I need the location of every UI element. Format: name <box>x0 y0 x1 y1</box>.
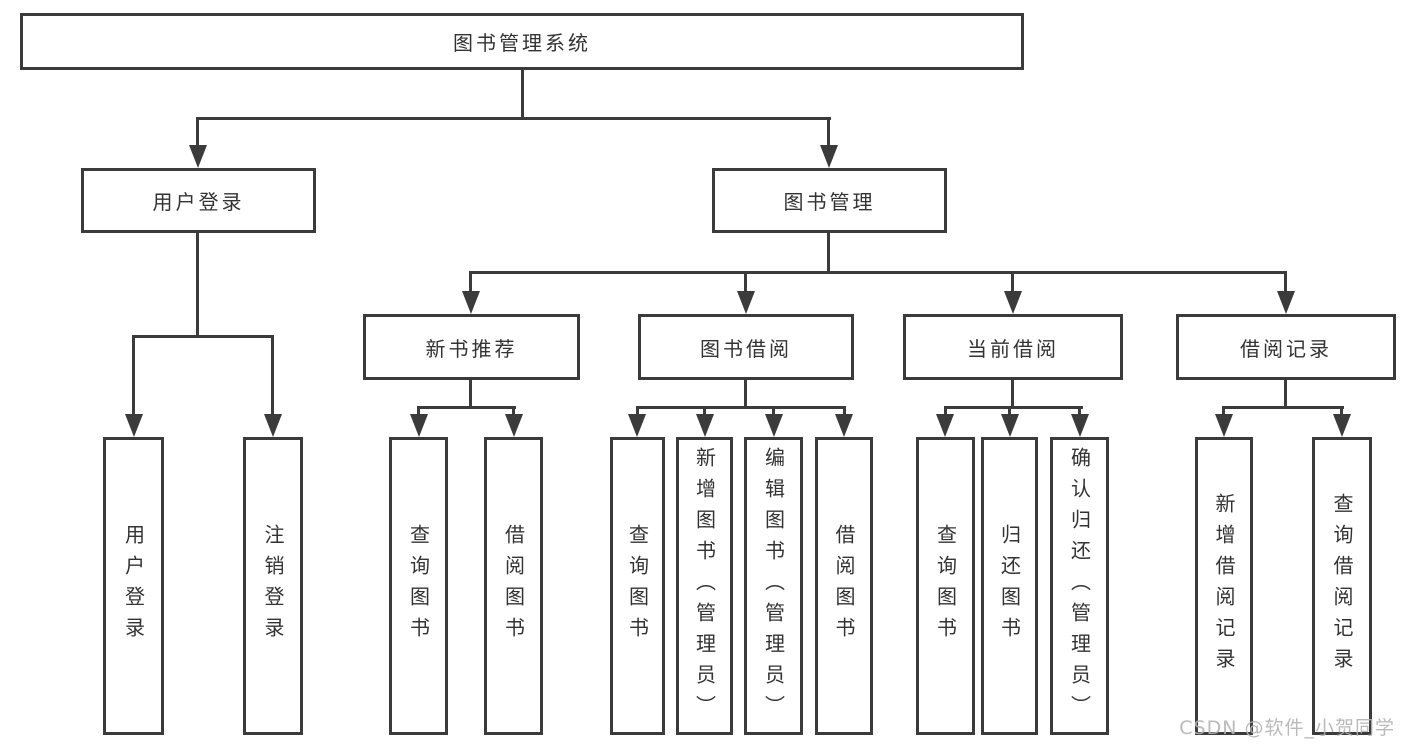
node-book-borrowing: 图书借阅 <box>638 314 854 380</box>
leaf-return-books: 归还图书 <box>981 437 1038 735</box>
arrow-down-icon <box>410 414 428 437</box>
arrow-down-icon <box>505 414 523 437</box>
csdn-watermark: CSDN @软件_小贺同学 <box>1179 717 1395 739</box>
node-label: 新增借阅记录 <box>1212 493 1236 679</box>
node-label: 用户登录 <box>152 190 245 214</box>
connector-line <box>469 271 1287 274</box>
connector-line <box>469 271 472 297</box>
node-label: 查询借阅记录 <box>1330 493 1354 679</box>
connector-line <box>417 406 516 409</box>
node-label: 查询图书 <box>406 524 431 648</box>
connector-line <box>1284 380 1287 409</box>
node-label: 查询图书 <box>625 524 650 648</box>
connector-line <box>196 233 199 337</box>
node-label: 图书管理系统 <box>453 31 591 55</box>
node-new-book-recommendation: 新书推荐 <box>363 314 580 380</box>
connector-line <box>132 335 135 417</box>
connector-line <box>744 380 747 409</box>
connector-line <box>271 335 274 417</box>
connector-line <box>1284 271 1287 297</box>
node-label: 图书借阅 <box>700 336 792 361</box>
leaf-query-books-borrowing: 查询图书 <box>610 437 665 735</box>
node-label: 编辑图书（管理员） <box>761 446 786 726</box>
leaf-query-borrow-record: 查询借阅记录 <box>1312 437 1372 735</box>
connector-line <box>636 406 846 409</box>
node-label: 查询图书 <box>933 524 958 648</box>
connector-line <box>827 117 830 151</box>
arrow-down-icon <box>628 414 646 437</box>
leaf-logout: 注销登录 <box>243 437 303 735</box>
arrow-down-icon <box>765 414 783 437</box>
node-label: 用户登录 <box>121 524 146 648</box>
arrow-down-icon <box>737 291 755 314</box>
arrow-down-icon <box>820 145 838 168</box>
connector-line <box>521 70 524 118</box>
leaf-add-books-admin: 新增图书（管理员） <box>676 437 733 735</box>
connector-line <box>132 335 274 338</box>
node-library-management-system: 图书管理系统 <box>20 13 1024 70</box>
connector-line <box>196 117 831 120</box>
arrow-down-icon <box>1277 291 1295 314</box>
arrow-down-icon <box>1215 414 1233 437</box>
leaf-confirm-return-admin: 确认归还（管理员） <box>1050 437 1109 735</box>
node-label: 新书推荐 <box>425 336 518 361</box>
arrow-down-icon <box>1333 414 1351 437</box>
leaf-user-login: 用户登录 <box>103 437 164 735</box>
connector-line <box>827 233 830 274</box>
leaf-add-borrow-record: 新增借阅记录 <box>1195 437 1253 735</box>
node-label: 新增图书（管理员） <box>692 446 717 726</box>
arrow-down-icon <box>1004 291 1022 314</box>
node-label: 图书管理 <box>783 190 876 214</box>
leaf-borrow-books-recommend: 借阅图书 <box>484 437 543 735</box>
node-label: 注销登录 <box>261 524 285 648</box>
connector-line <box>469 380 472 409</box>
arrow-down-icon <box>936 414 954 437</box>
connector-line <box>944 406 1083 409</box>
arrow-down-icon <box>1071 414 1089 437</box>
connector-line <box>744 271 747 297</box>
leaf-query-books-recommend: 查询图书 <box>389 437 448 735</box>
leaf-borrow-books: 借阅图书 <box>815 437 873 735</box>
arrow-down-icon <box>835 414 853 437</box>
connector-line <box>1011 380 1014 409</box>
arrow-down-icon <box>125 414 143 437</box>
node-label: 借阅图书 <box>832 524 856 648</box>
node-label: 确认归还（管理员） <box>1067 446 1092 726</box>
connector-line <box>196 117 199 151</box>
leaf-edit-books-admin: 编辑图书（管理员） <box>744 437 803 735</box>
arrow-down-icon <box>462 291 480 314</box>
arrow-down-icon <box>696 414 714 437</box>
leaf-query-books-current: 查询图书 <box>916 437 975 735</box>
node-current-borrowing: 当前借阅 <box>903 314 1123 380</box>
node-user-login: 用户登录 <box>81 168 316 233</box>
arrow-down-icon <box>264 414 282 437</box>
node-label: 归还图书 <box>997 524 1022 648</box>
node-book-management: 图书管理 <box>712 168 947 233</box>
connector-line <box>1011 271 1014 297</box>
node-label: 借阅图书 <box>501 524 526 648</box>
node-label: 借阅记录 <box>1240 336 1332 361</box>
node-borrowing-records: 借阅记录 <box>1176 314 1396 380</box>
arrow-down-icon <box>1001 414 1019 437</box>
connector-line <box>1222 406 1344 409</box>
node-label: 当前借阅 <box>967 336 1059 361</box>
arrow-down-icon <box>189 145 207 168</box>
